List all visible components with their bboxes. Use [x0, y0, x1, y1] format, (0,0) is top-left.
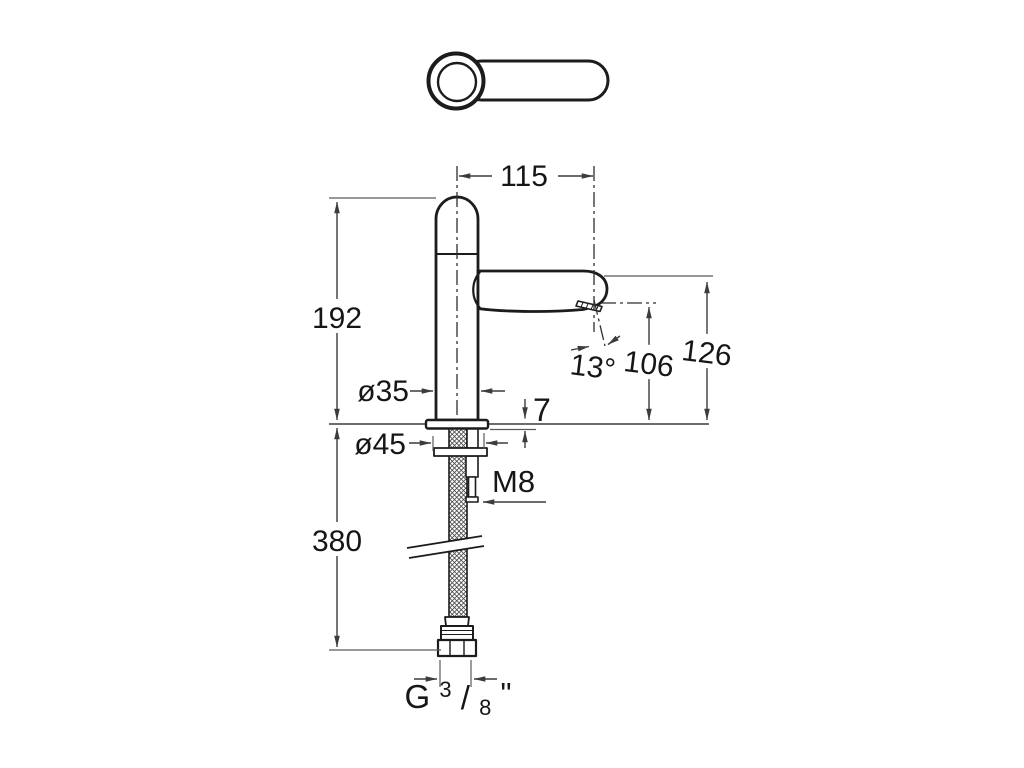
dimension-base-diameter: ø45 — [354, 428, 508, 461]
under-deck-group — [406, 418, 490, 658]
handle-ring-inner — [436, 61, 478, 103]
dimension-hose-length: 380 — [310, 427, 441, 651]
mounting-washer — [433, 447, 488, 457]
m8-stud-tip — [465, 496, 479, 503]
centerlines — [456, 166, 656, 421]
dim-o35-label: ø35 — [357, 375, 409, 408]
handle-part — [426, 51, 610, 111]
hose-break-line-1 — [406, 535, 483, 549]
dim-380-label: 380 — [312, 525, 362, 558]
hose-ferrule — [444, 616, 470, 627]
dimension-connection-thread: G 3 / 8 " — [404, 660, 512, 722]
m8-stud-narrow — [467, 476, 477, 498]
dim-g38-label: G 3 / 8 " — [404, 667, 511, 722]
dim-106-label-bg — [619, 341, 679, 383]
base-flange — [424, 418, 490, 430]
dim-192-label: 192 — [312, 302, 362, 335]
dim-13-arrow-left — [570, 345, 590, 352]
m8-stud-mid — [465, 455, 479, 478]
hose-break-gap — [407, 536, 484, 558]
g38-denominator: 8 — [479, 695, 491, 720]
g38-quote: " — [501, 676, 512, 711]
fitting-collar — [440, 625, 474, 641]
faucet-body-group — [434, 195, 609, 422]
flow-angle-line — [593, 299, 606, 347]
aerator-hatch — [580, 302, 599, 311]
dimension-body-diameter: ø35 — [357, 375, 505, 408]
dim-106-label: 106 — [622, 345, 676, 384]
dim-13-arrow-right — [607, 335, 621, 346]
dim-126-label: 126 — [680, 334, 734, 373]
dimension-stud-thread: M8 — [482, 464, 546, 505]
dimension-base-thickness: 7 — [490, 392, 551, 448]
dimension-spout-total-height: 126 — [604, 275, 737, 421]
g38-slash: / — [461, 679, 471, 716]
dim-192-label-bg — [310, 299, 364, 333]
dim-380-label-bg — [310, 522, 364, 556]
hose-break-line-2 — [408, 545, 485, 559]
dim-7-label: 7 — [533, 392, 551, 428]
g38-prefix: G — [404, 678, 430, 715]
dim-115-label: 115 — [500, 160, 548, 193]
connection-hex-nut — [436, 638, 478, 658]
dim-13-label: 13° — [568, 348, 617, 386]
dimension-body-height: 192 — [310, 197, 436, 421]
dimension-spout-angle: 13° — [568, 335, 621, 387]
dimensions: 115 192 380 ø35 ø45 — [310, 160, 737, 722]
dimension-spout-projection: 115 — [458, 160, 594, 193]
g38-numerator: 3 — [439, 677, 451, 702]
dim-m8-label: M8 — [492, 464, 535, 499]
dim-o45-label: ø45 — [354, 428, 406, 461]
dim-126-label-bg — [677, 330, 737, 372]
m8-stud-upper — [466, 427, 479, 449]
spout-collar-arc — [472, 271, 481, 309]
dimension-outlet-height: 106 — [619, 306, 679, 421]
